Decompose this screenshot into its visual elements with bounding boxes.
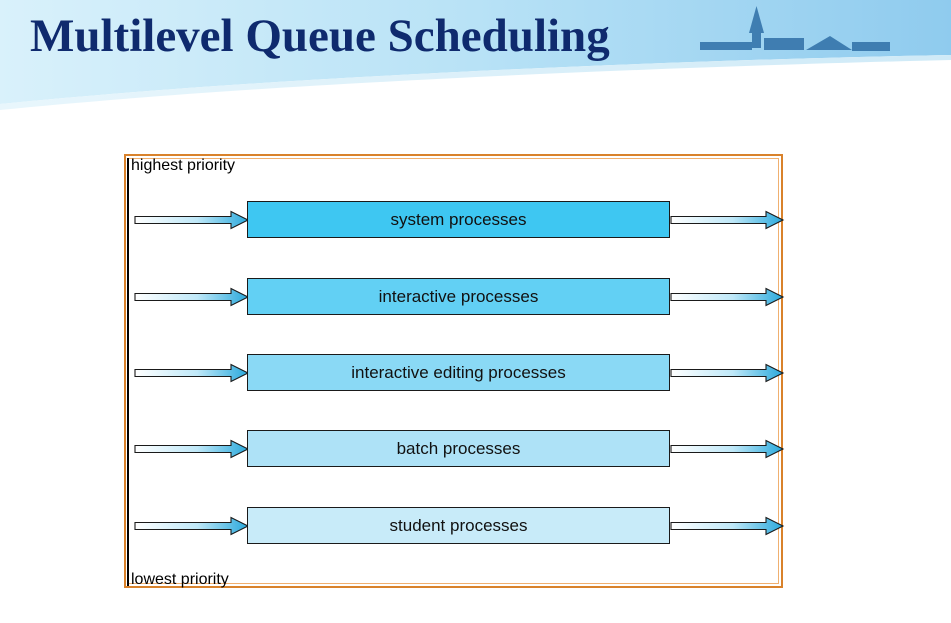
queue-box: batch processes — [247, 430, 670, 467]
queue-label: batch processes — [396, 438, 521, 458]
outgoing-arrow — [670, 516, 785, 535]
incoming-arrow — [134, 287, 250, 306]
queue-box: system processes — [247, 201, 670, 238]
priority-axis — [127, 158, 129, 586]
highest-priority-label: highest priority — [131, 157, 236, 174]
outgoing-arrow — [670, 287, 785, 306]
incoming-arrow — [134, 516, 250, 535]
village-skyline-icon — [700, 6, 890, 51]
queue-label: interactive editing processes — [351, 362, 566, 382]
queue-box: interactive editing processes — [247, 354, 670, 391]
header-banner — [0, 0, 951, 110]
slide-title: Multilevel Queue Scheduling — [30, 10, 610, 62]
queue-box: interactive processes — [247, 278, 670, 315]
incoming-arrow — [134, 210, 250, 229]
incoming-arrow — [134, 363, 250, 382]
outgoing-arrow — [670, 439, 785, 458]
outgoing-arrow — [670, 363, 785, 382]
outgoing-arrow — [670, 210, 785, 229]
incoming-arrow — [134, 439, 250, 458]
queue-label: system processes — [390, 209, 527, 229]
queue-box: student processes — [247, 507, 670, 544]
queue-label: interactive processes — [378, 286, 539, 306]
queue-label: student processes — [389, 515, 528, 535]
lowest-priority-label: lowest priority — [131, 571, 229, 588]
